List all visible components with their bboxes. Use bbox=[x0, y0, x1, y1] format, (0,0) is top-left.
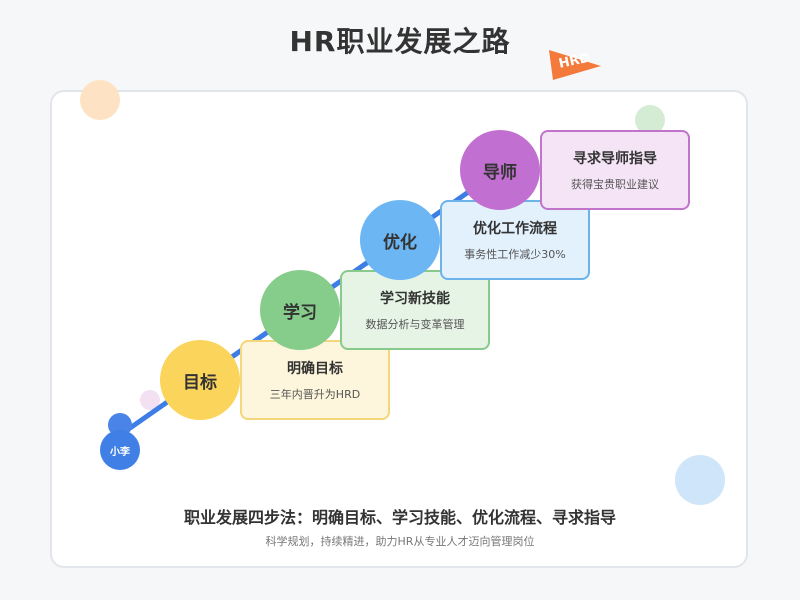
step-box-title: 优化工作流程 bbox=[473, 221, 557, 237]
summary-subline: 科学规划，持续精进，助力HR从专业人才迈向管理岗位 bbox=[265, 535, 535, 548]
step-box-goal: 明确目标 三年内晋升为HRD bbox=[240, 340, 390, 420]
step-box-mentor: 寻求导师指导 获得宝贵职业建议 bbox=[540, 130, 690, 210]
decorative-bubble-orange bbox=[80, 80, 120, 120]
hrd-flag-icon bbox=[549, 50, 601, 80]
step-box-title: 明确目标 bbox=[287, 361, 343, 377]
step-circle-learn: 学习 bbox=[260, 270, 340, 350]
step-box-optimize: 优化工作流程 事务性工作减少30% bbox=[440, 200, 590, 280]
avatar: 小李 bbox=[100, 430, 140, 470]
step-circle-mentor: 导师 bbox=[460, 130, 540, 210]
step-circle-optimize: 优化 bbox=[360, 200, 440, 280]
step-box-title: 学习新技能 bbox=[380, 291, 450, 307]
step-box-desc: 事务性工作减少30% bbox=[464, 248, 566, 261]
summary-headline: 职业发展四步法：明确目标、学习技能、优化流程、寻求指导 bbox=[183, 508, 616, 527]
step-box-desc: 三年内晋升为HRD bbox=[269, 388, 361, 401]
decorative-bubble-blue bbox=[675, 455, 725, 505]
page-title: HR职业发展之路 bbox=[289, 25, 511, 58]
step-box-desc: 数据分析与变革管理 bbox=[365, 318, 465, 331]
decorative-bubble-pink bbox=[140, 390, 160, 410]
step-box-learn: 学习新技能 数据分析与变革管理 bbox=[340, 270, 490, 350]
step-box-title: 寻求导师指导 bbox=[573, 151, 657, 167]
step-box-desc: 获得宝贵职业建议 bbox=[571, 178, 659, 191]
step-circle-goal: 目标 bbox=[160, 340, 240, 420]
